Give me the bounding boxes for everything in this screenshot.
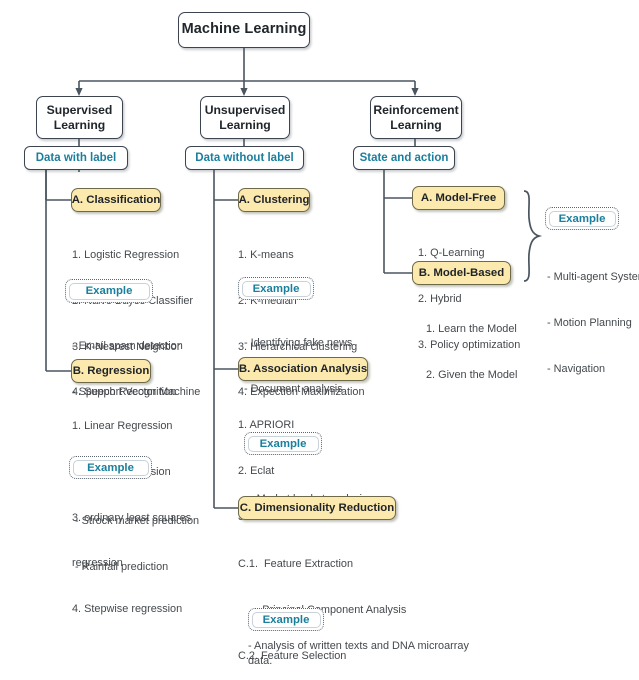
list-item: 1. Linear Regression — [72, 420, 173, 433]
category-chip-model-free[interactable]: A. Model-Free — [412, 186, 505, 210]
category-items-model-based: 1. Learn the Model 2. Given the Model — [426, 292, 517, 414]
list-item: - Multi-agent System — [547, 271, 639, 284]
category-items-clustering: 1. K-means 2. K-median 3. Hierarchical c… — [238, 218, 365, 431]
example-label: Example — [548, 210, 616, 227]
branch-label-line1: Supervised — [46, 102, 113, 117]
example-label: Example — [251, 611, 321, 628]
root-node-machine-learning[interactable]: Machine Learning — [178, 12, 310, 48]
list-item: - Motion Planning — [547, 317, 632, 330]
example-box-reinforcement[interactable]: Example — [545, 207, 619, 230]
example-items-dimensionality-reduction: - Analysis of written texts and DNA micr… — [248, 639, 483, 669]
example-items-clustering: - Identifying fake news - Document analy… — [244, 306, 352, 428]
example-box-dimensionality-reduction[interactable]: Example — [248, 608, 324, 631]
list-item: 1. Learn the Model — [426, 323, 517, 336]
list-item: C.1. Feature Extraction — [238, 558, 354, 571]
list-item: 3. Policy optimization — [418, 338, 521, 351]
arrowheads — [75, 88, 419, 96]
list-item: - Speech Recognition — [72, 386, 177, 399]
example-box-association-analysis[interactable]: Example — [244, 432, 322, 455]
data-chip-data-with-label[interactable]: Data with label — [24, 146, 128, 170]
category-chip-association-analysis[interactable]: B. Association Analysis — [238, 357, 368, 381]
branch-node-supervised-learning[interactable]: Supervised Learning — [36, 96, 123, 139]
category-chip-dimensionality-reduction[interactable]: C. Dimensionality Reduction — [238, 496, 396, 520]
list-item: 1. K-means — [238, 249, 294, 262]
list-item: - Strock market prediction — [75, 515, 200, 528]
example-box-clustering[interactable]: Example — [238, 277, 314, 300]
list-item: 1. Q-Learning — [418, 247, 485, 260]
example-label: Example — [247, 435, 319, 452]
category-chip-clustering[interactable]: A. Clustering — [238, 188, 310, 212]
list-item: - Rainfall prediction — [75, 561, 169, 574]
list-item: 3. K-Nearest Neighbor — [72, 340, 181, 353]
branch-node-unsupervised-learning[interactable]: Unsupervised Learning — [200, 96, 290, 139]
example-items-classification: - Email spam detection - Speech Recognit… — [72, 309, 183, 431]
example-box-classification[interactable]: Example — [65, 279, 153, 303]
branch-label-line2: Learning — [390, 117, 442, 132]
list-item: - Analysis of written texts and DNA micr… — [248, 640, 469, 668]
branch-label-line2: Learning — [53, 117, 106, 132]
list-item: 2. Hybrid — [418, 293, 462, 306]
data-chip-state-and-action[interactable]: State and action — [353, 146, 455, 170]
list-item: 1. APRIORI — [238, 419, 295, 432]
category-chip-regression[interactable]: B. Regression — [71, 359, 151, 383]
example-label: Example — [241, 280, 311, 297]
example-box-regression[interactable]: Example — [69, 456, 152, 479]
list-item: 2. Eclat — [238, 465, 275, 478]
list-item: 4. Stepwise regression — [72, 602, 183, 615]
list-item: - Navigation — [547, 362, 606, 375]
example-label: Example — [68, 282, 150, 300]
category-chip-classification[interactable]: A. Classification — [71, 188, 161, 212]
branch-label-line1: Reinforcement — [373, 102, 459, 117]
list-item: 3. ordinary least squares — [72, 511, 192, 524]
list-item: 4. Support Vector Machine — [72, 386, 201, 399]
branch-label-line2: Learning — [219, 117, 271, 132]
list-item: 3. Hierarchical clustering — [238, 340, 358, 353]
list-item: 4. Expection Maximization — [238, 386, 365, 399]
branch-node-reinforcement-learning[interactable]: Reinforcement Learning — [370, 96, 462, 139]
list-item: - Document analysis — [244, 383, 343, 396]
category-chip-model-based[interactable]: B. Model-Based — [412, 261, 511, 285]
list-item: 1. Logistic Regression — [72, 249, 180, 262]
example-items-reinforcement: - Multi-agent System - Motion Planning -… — [547, 240, 639, 407]
data-chip-data-without-label[interactable]: Data without label — [185, 146, 304, 170]
list-item: 2. Given the Model — [426, 369, 518, 382]
branch-label-line1: Unsupervised — [204, 102, 286, 117]
list-item: - Email spam detection — [72, 340, 183, 353]
list-item: C.2. Feature Selection — [238, 649, 347, 662]
example-items-regression: - Strock market prediction - Rainfall pr… — [75, 484, 199, 606]
list-item: - Identifying fake news — [244, 337, 353, 350]
example-label: Example — [72, 459, 149, 476]
category-items-model-free: 1. Q-Learning 2. Hybrid 3. Policy optimi… — [418, 216, 520, 383]
list-item: regression — [72, 557, 123, 570]
